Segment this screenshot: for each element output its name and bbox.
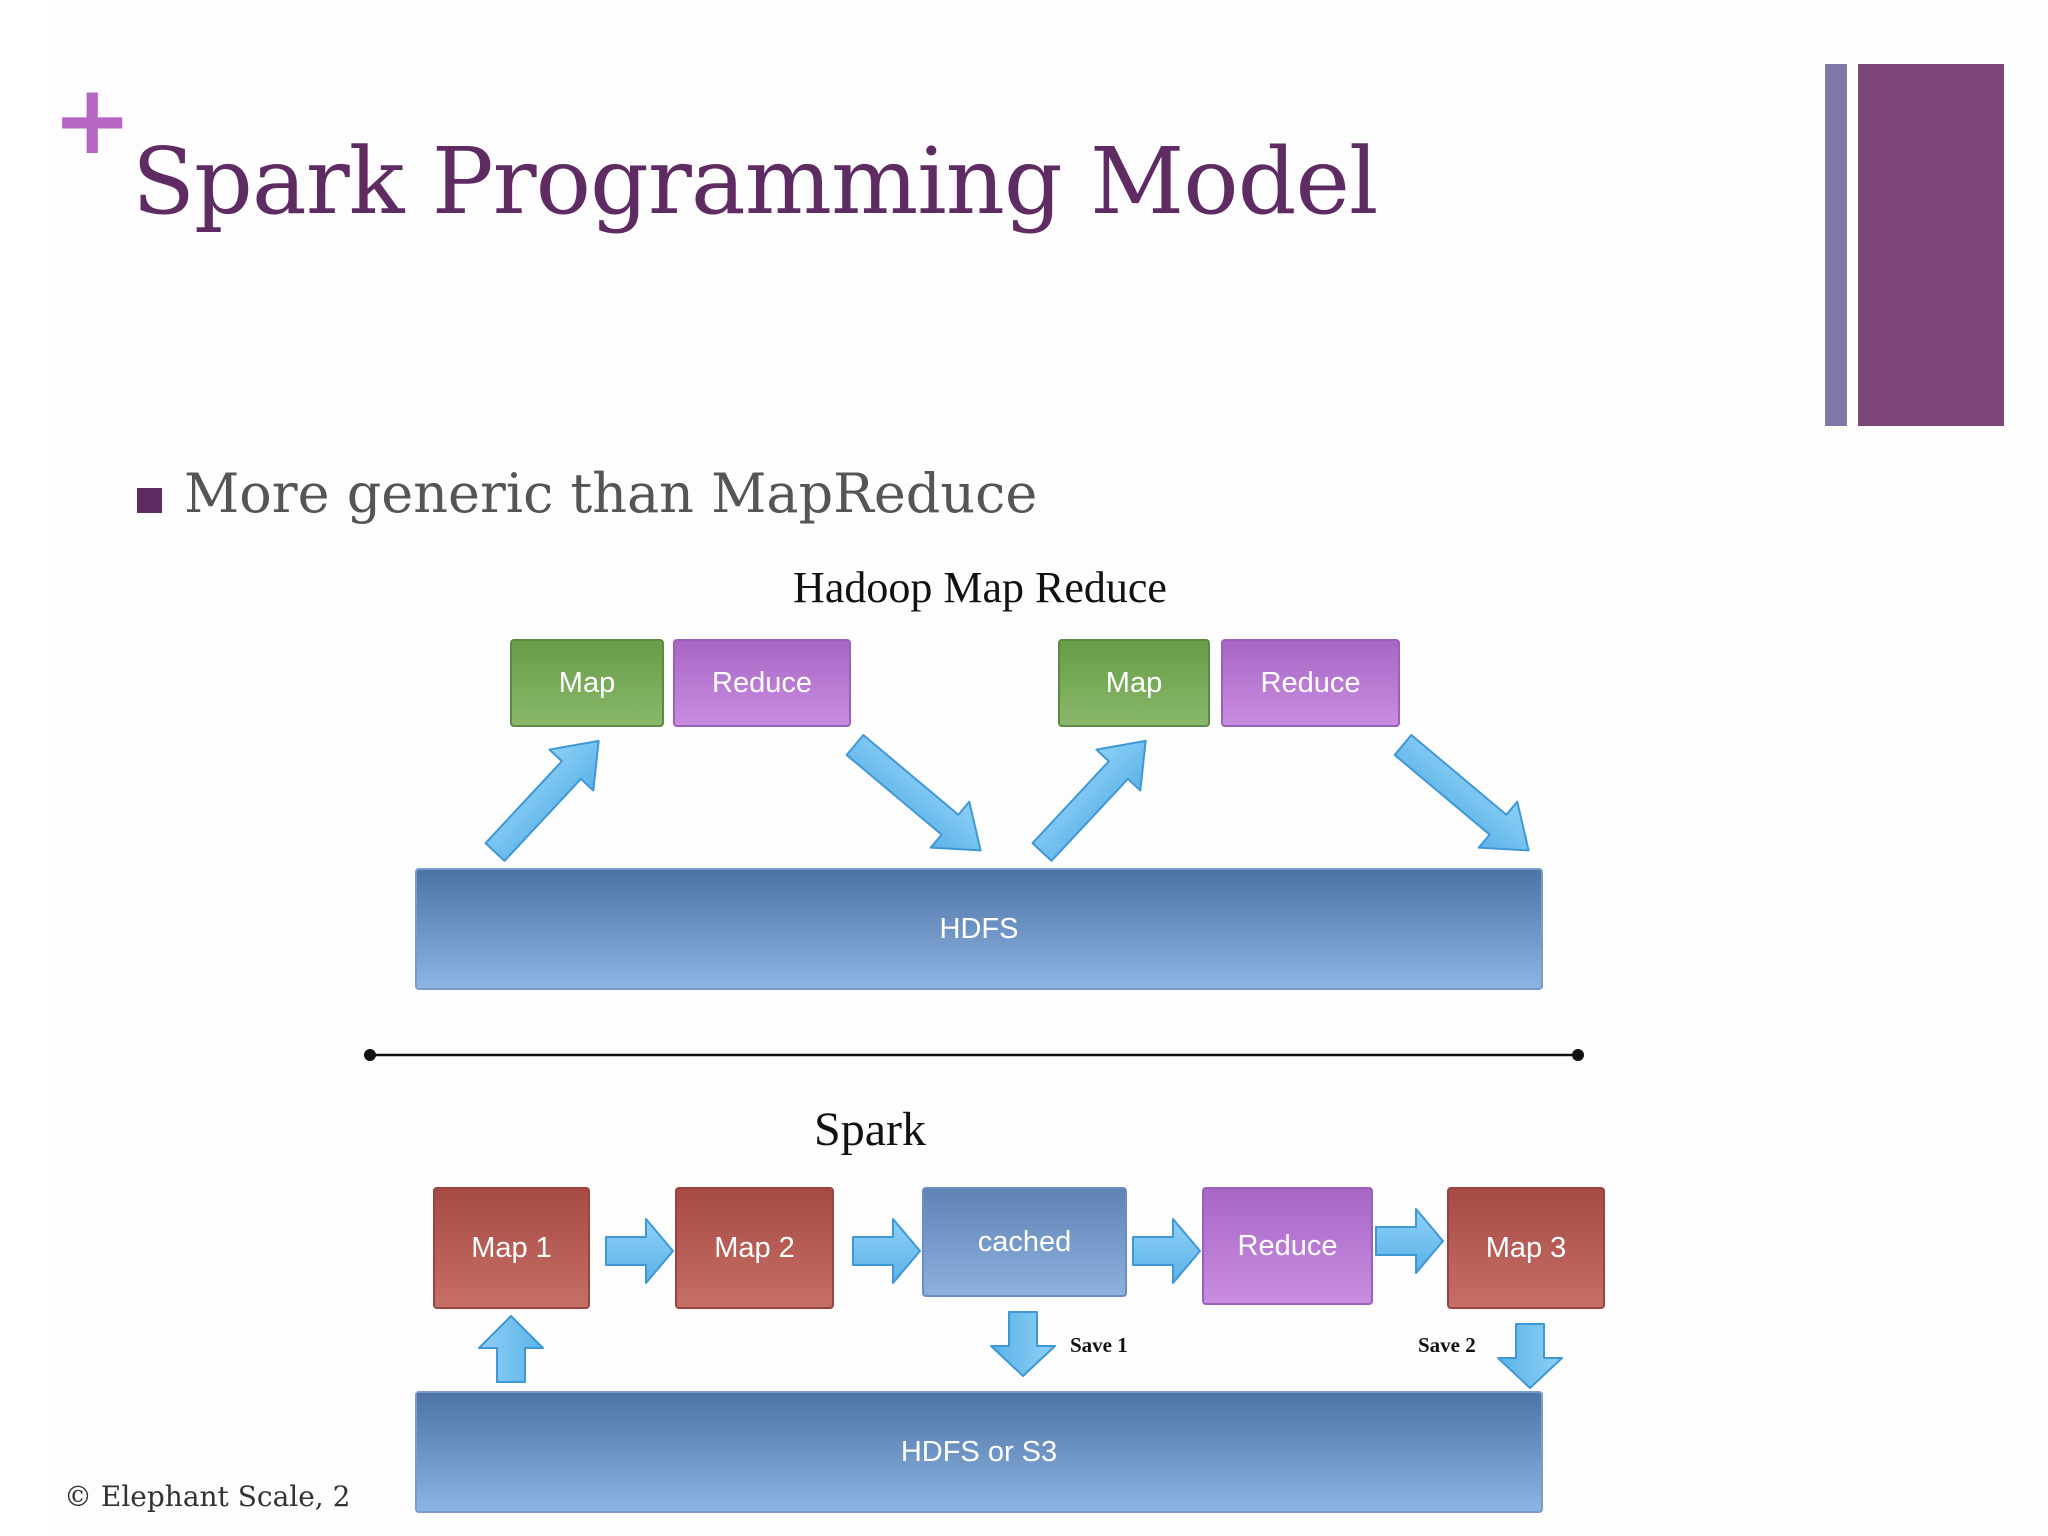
arrow-icon xyxy=(1031,739,1147,862)
spark-storage-bar: HDFS or S3 xyxy=(415,1391,1543,1513)
spark-map2-box: Map 2 xyxy=(675,1187,834,1309)
separator-dot xyxy=(1572,1049,1584,1061)
accent-bar-wide xyxy=(1858,64,2004,426)
arrow-icon xyxy=(990,1311,1056,1377)
arrow-icon xyxy=(478,1315,544,1383)
arrow-icon xyxy=(605,1218,674,1284)
hadoop-storage-bar: HDFS xyxy=(415,868,1543,990)
arrow-icon xyxy=(852,1218,921,1284)
spark-cached-box: cached xyxy=(922,1187,1127,1297)
hadoop-map-box-1: Map xyxy=(510,639,664,727)
accent-bar-thin xyxy=(1825,64,1847,426)
save-label-2: Save 2 xyxy=(1418,1333,1476,1357)
hadoop-map-box-2: Map xyxy=(1058,639,1210,727)
square-bullet-icon xyxy=(137,488,162,513)
arrow-icon xyxy=(484,739,600,862)
hadoop-reduce-box-2: Reduce xyxy=(1221,639,1400,727)
separator-dot xyxy=(364,1049,376,1061)
slide-title: Spark Programming Model xyxy=(132,128,1378,235)
plus-icon: + xyxy=(52,64,133,176)
spark-reduce-box: Reduce xyxy=(1202,1187,1373,1305)
arrow-icon xyxy=(1393,734,1530,852)
footer-copyright: © Elephant Scale, 2 xyxy=(64,1480,348,1513)
spark-map3-box: Map 3 xyxy=(1447,1187,1605,1309)
spark-map1-box: Map 1 xyxy=(433,1187,590,1309)
arrow-icon xyxy=(845,734,982,852)
save-label-1: Save 1 xyxy=(1070,1333,1128,1357)
arrow-icon xyxy=(1132,1218,1201,1284)
hadoop-reduce-box-1: Reduce xyxy=(673,639,851,727)
spark-heading: Spark xyxy=(814,1103,926,1156)
hadoop-heading: Hadoop Map Reduce xyxy=(793,563,1167,612)
arrow-icon xyxy=(1497,1323,1563,1389)
bullet-text: More generic than MapReduce xyxy=(184,462,1038,525)
arrow-icon xyxy=(1375,1208,1444,1274)
